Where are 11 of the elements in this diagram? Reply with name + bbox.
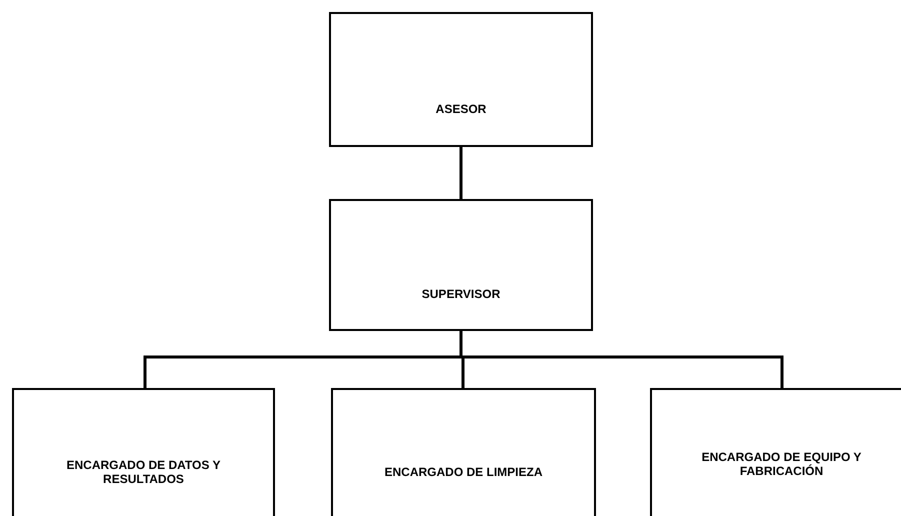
role-title: ENCARGADO DE LIMPIEZA — [383, 465, 544, 479]
role-title: ENCARGADO DE DATOS Y RESULTADOS — [65, 458, 222, 486]
role-box — [329, 12, 593, 147]
role-box — [331, 388, 596, 516]
role-title: ASESOR — [434, 102, 488, 116]
role-box — [329, 199, 593, 331]
role-box — [12, 388, 275, 516]
role-title: ENCARGADO DE EQUIPO Y FABRICACIÓN — [700, 450, 862, 478]
connector-line — [460, 147, 462, 199]
role-box — [650, 388, 901, 516]
role-title: SUPERVISOR — [420, 287, 502, 301]
